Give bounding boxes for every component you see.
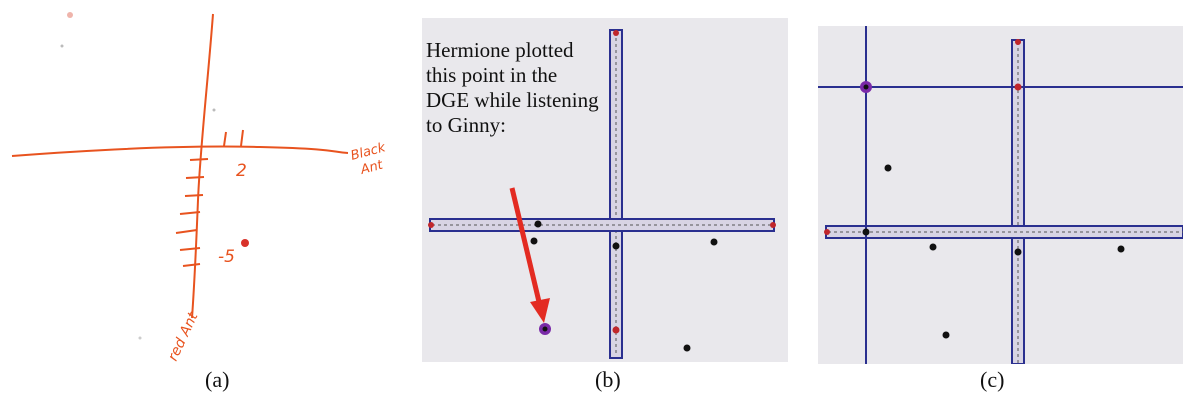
black-point — [710, 238, 718, 246]
red-arrow-shaft — [509, 187, 543, 307]
red-point — [241, 239, 249, 247]
x-tick-2 — [240, 129, 244, 147]
red-arrow-head — [530, 298, 550, 323]
panel-a-hand-drawn-plot: 2 -5 Black Ant red Ant — [0, 0, 400, 365]
black-point — [530, 237, 538, 245]
purple-plotted-point-core — [863, 84, 869, 90]
speck — [67, 12, 73, 18]
y-axis-label: red Ant — [165, 310, 202, 364]
panel-c-canvas — [818, 26, 1183, 364]
y-tick-3 — [184, 194, 204, 197]
y-tick-4 — [179, 211, 201, 215]
black-point — [1014, 248, 1022, 256]
horizontal-axis-end-right — [770, 222, 776, 228]
tick-label-2: 2 — [236, 161, 247, 181]
black-point — [534, 220, 542, 228]
panel-a-canvas: 2 -5 Black Ant red Ant — [11, 12, 387, 364]
speck — [60, 44, 64, 48]
y-tick-2 — [185, 176, 205, 179]
black-point — [612, 242, 620, 250]
x-tick-1 — [223, 131, 227, 147]
black-point — [862, 228, 870, 236]
panel-b-canvas — [428, 29, 776, 359]
caption-c: (c) — [980, 367, 1005, 392]
x-axis-label-line2: Ant — [358, 157, 385, 178]
vertical-axis-end-top — [613, 30, 619, 36]
black-point — [683, 344, 691, 352]
y-tick-5 — [175, 229, 198, 234]
y-tick-7 — [182, 263, 201, 267]
black-point — [929, 243, 937, 251]
black-point — [942, 331, 950, 339]
panel-c-dge-screen — [818, 26, 1183, 364]
black-ant-axis — [11, 145, 349, 157]
panel-b-dge-screen: Hermione plotted this point in the DGE w… — [422, 18, 788, 362]
speck — [138, 336, 142, 340]
vertical-axis-end-top — [1015, 39, 1021, 45]
black-point — [884, 164, 892, 172]
speck — [212, 108, 216, 112]
caption-b: (b) — [595, 367, 621, 392]
red-ant-axis — [191, 13, 214, 319]
red-point — [1014, 83, 1022, 91]
annotation-text: Hermione plotted this point in the DGE w… — [426, 38, 599, 137]
horizontal-axis-end-left — [824, 229, 830, 235]
black-point — [1117, 245, 1125, 253]
horizontal-axis-end-left — [428, 222, 434, 228]
red-point — [612, 326, 620, 334]
y-tick-1 — [189, 158, 209, 161]
tick-label-minus-5: -5 — [218, 247, 235, 267]
caption-a: (a) — [205, 367, 230, 392]
purple-plotted-point-core — [542, 326, 548, 332]
y-tick-6 — [179, 247, 201, 251]
